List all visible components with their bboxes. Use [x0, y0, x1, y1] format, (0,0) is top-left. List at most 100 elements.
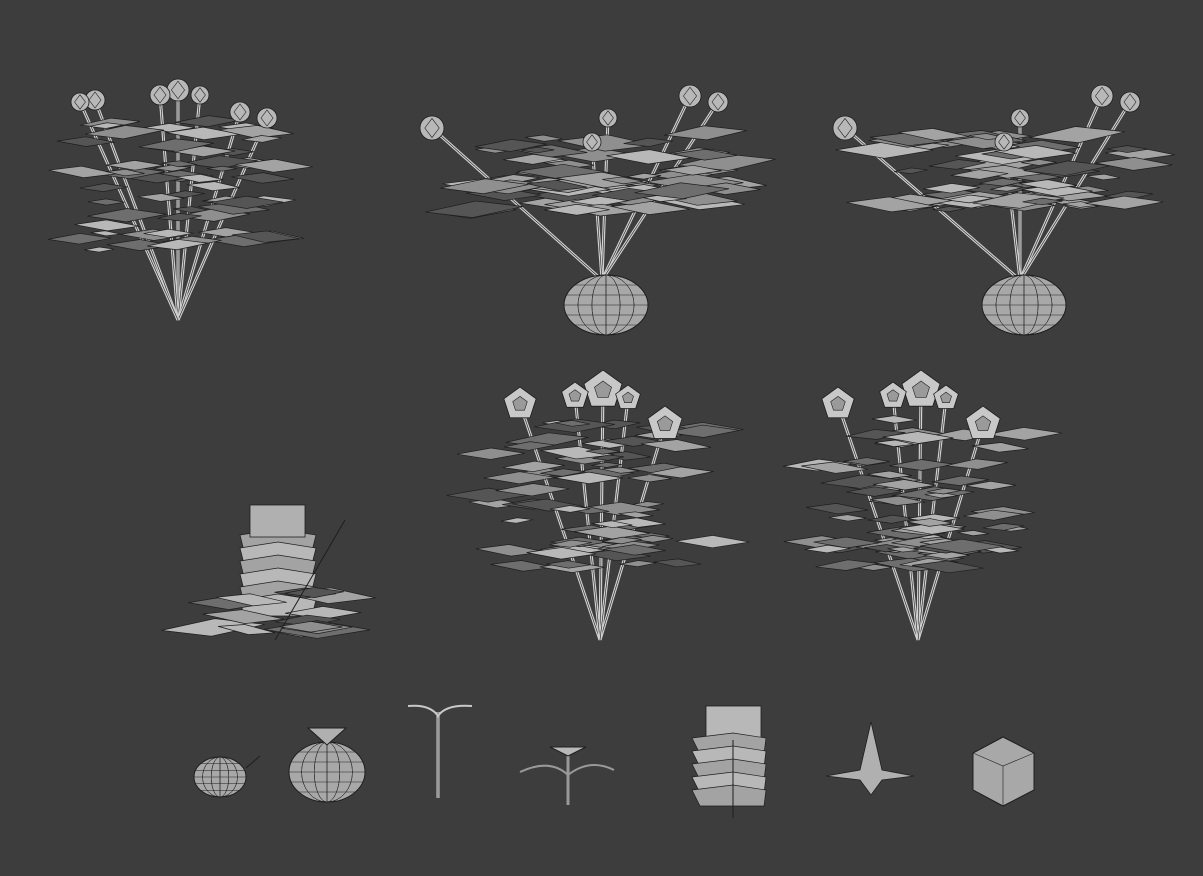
bud-edge — [1123, 93, 1137, 111]
bud — [678, 84, 702, 108]
part-leaf-stack — [691, 705, 767, 818]
sprout-top — [549, 746, 587, 757]
bud — [832, 115, 858, 141]
leaf — [602, 176, 644, 185]
leaf — [1086, 173, 1121, 181]
leaf — [500, 517, 533, 524]
leaf — [48, 233, 112, 245]
bud — [256, 107, 278, 129]
flower-center — [886, 389, 900, 402]
leaf — [898, 522, 965, 535]
plant-young — [161, 504, 376, 641]
leaf — [971, 442, 1029, 453]
leaf — [957, 530, 990, 537]
leaf — [887, 546, 919, 553]
leaf — [946, 458, 1008, 470]
leaf — [206, 165, 238, 172]
leaf — [666, 424, 740, 438]
leaf — [928, 159, 986, 170]
leaf-segment — [691, 784, 767, 807]
leaf — [174, 115, 242, 128]
leaf — [632, 535, 674, 543]
leaf — [911, 560, 984, 574]
part-seed-pod — [288, 727, 366, 803]
leaf — [143, 228, 194, 238]
leaf — [875, 439, 915, 448]
leaf — [483, 471, 556, 485]
leaf-top — [249, 504, 306, 538]
leaf — [585, 448, 621, 455]
leaf — [1106, 145, 1148, 153]
flower-center — [830, 395, 846, 411]
leaf — [182, 155, 258, 169]
leaf — [846, 429, 906, 440]
leaf — [166, 126, 241, 141]
leaf — [906, 518, 953, 527]
leaf — [972, 192, 1065, 209]
leaf — [967, 164, 1044, 179]
leaf — [556, 171, 650, 189]
leaf — [241, 135, 283, 143]
leaf — [601, 466, 639, 474]
leaf — [634, 182, 730, 200]
leaf — [640, 439, 712, 452]
leaf — [106, 168, 145, 177]
leaf — [982, 523, 1024, 531]
leaf — [846, 486, 903, 497]
stem-edge — [599, 397, 629, 641]
leaf — [923, 550, 970, 560]
leaf — [931, 475, 990, 486]
bud — [707, 91, 729, 113]
bud — [70, 92, 90, 112]
leaf — [990, 185, 1023, 192]
leaf — [867, 514, 917, 524]
leaf — [627, 474, 673, 483]
leaf — [675, 535, 750, 549]
leaf — [882, 431, 954, 444]
plant-buds-with-bulb-copy — [832, 84, 1175, 336]
leaf — [1019, 179, 1078, 190]
stem — [274, 519, 346, 641]
leaf — [813, 536, 880, 549]
leaf — [209, 195, 284, 209]
leaf — [1023, 160, 1110, 176]
bud-edge — [74, 94, 86, 110]
leaf — [217, 624, 276, 635]
leaf — [524, 134, 563, 142]
stem-edge — [599, 389, 604, 641]
leaf — [606, 149, 692, 165]
leaf — [549, 505, 591, 513]
leaf — [440, 178, 529, 195]
leaf — [544, 203, 610, 216]
leaf — [474, 138, 548, 152]
leaf — [549, 539, 592, 548]
leaf — [618, 511, 654, 519]
leaf — [48, 165, 117, 179]
stem-edge — [431, 127, 603, 281]
leaf — [540, 468, 586, 477]
leaf — [920, 538, 1004, 554]
leaf — [965, 480, 1017, 491]
bud-edge — [1095, 86, 1109, 106]
leaf — [871, 415, 917, 424]
leaf — [105, 160, 165, 171]
leaf — [137, 193, 185, 202]
part-stem — [407, 704, 473, 798]
leaf — [502, 460, 565, 473]
leaf — [815, 559, 879, 571]
leaf — [664, 125, 747, 141]
flower-center — [912, 380, 930, 398]
bud-edge — [194, 87, 206, 103]
leaf — [591, 462, 622, 468]
flower-center — [940, 391, 952, 404]
leaf — [870, 495, 926, 506]
leaf — [147, 239, 209, 251]
bud — [598, 108, 618, 128]
leaf — [546, 560, 591, 569]
bud-edge — [837, 117, 853, 139]
leaves — [519, 764, 615, 777]
leaf — [648, 466, 714, 479]
plant-buds — [48, 78, 313, 321]
bud-edge — [586, 134, 598, 150]
leaf — [284, 587, 345, 598]
